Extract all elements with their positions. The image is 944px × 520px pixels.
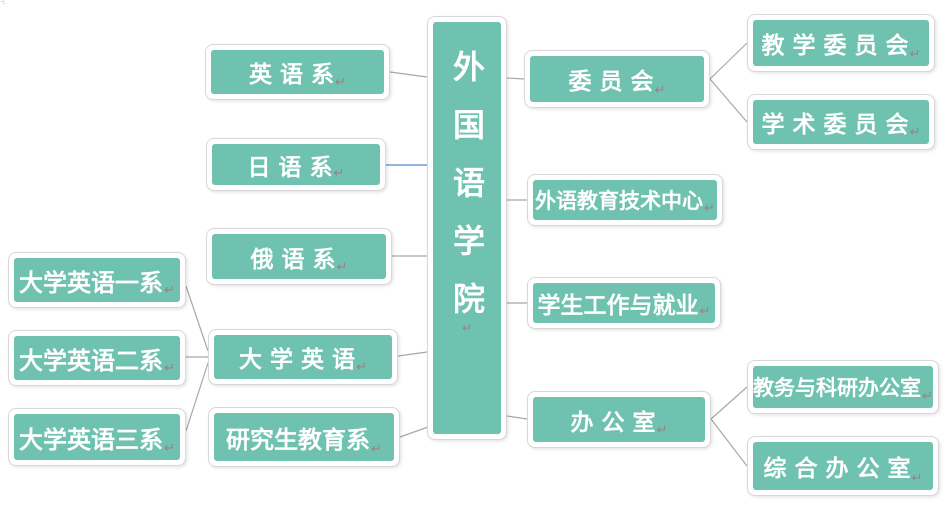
node-academic-research-office-label: 教务与科研办公室 [753,376,922,400]
node-college-english[interactable]: 大 学 英 语↵ [208,329,398,385]
node-graduate-label: 研究生教育系 [226,425,371,454]
paragraph-mark-icon: ↵ [164,283,175,299]
paragraph-mark-icon: ↵ [164,441,175,457]
node-academic-committee-label: 学 术 委 员 会 [761,112,909,138]
node-committee[interactable]: 委 员 会↵ [524,50,710,108]
paragraph-mark-icon: ↵ [371,442,382,458]
paragraph-mark-icon: ↵ [656,423,668,439]
connector-english-to-center[interactable] [389,71,428,78]
paragraph-mark-icon: ↵ [909,47,921,63]
node-committee-label: 委 员 会 [568,69,654,95]
node-ce1-label: 大学英语一系 [19,268,164,297]
paragraph-mark-icon: ↵ [699,304,711,320]
node-center-root[interactable]: 外国语学院 ↵ [427,16,507,440]
connector-center-to-committee[interactable] [506,77,525,80]
node-general-office[interactable]: 综 合 办 公 室↵ [747,436,939,496]
paragraph-mark-icon: ↵ [461,321,473,335]
node-teaching-committee-label: 教 学 委 员 会 [761,33,909,59]
paragraph-mark-icon: ↵ [704,201,715,217]
node-tech-center[interactable]: 外语教育技术中心↵ [527,174,723,226]
paragraph-mark-icon: ↵ [909,125,921,141]
node-student-work-label: 学生工作与就业 [537,293,699,319]
connector-graduate-to-center[interactable] [399,426,429,438]
node-japanese-dept[interactable]: 日 语 系↵ [206,138,386,191]
node-academic-committee[interactable]: 学 术 委 员 会↵ [747,94,935,150]
node-japanese-label: 日 语 系 [247,154,333,181]
node-student-work[interactable]: 学生工作与就业↵ [527,277,721,329]
connector-office-to-general[interactable] [710,418,748,467]
connector-office-to-academic-research[interactable] [710,386,748,420]
connector-ce1-to-college-english[interactable] [185,285,209,352]
node-college-english-dept-2[interactable]: 大学英语二系↵ [8,330,186,386]
formatting-mark-corner: ·: [1,0,5,6]
connector-center-to-office[interactable] [506,415,528,420]
node-college-english-label: 大 学 英 语 [239,347,356,373]
paragraph-mark-icon: ↵ [654,83,666,99]
node-office-label: 办 公 室 [570,409,656,436]
connector-committee-to-teaching[interactable] [709,42,748,80]
node-russian-dept[interactable]: 俄 语 系↵ [206,228,392,285]
node-academic-research-office[interactable]: 教务与科研办公室↵ [747,360,939,414]
connector-ce3-to-college-english[interactable] [185,362,209,432]
node-office[interactable]: 办 公 室↵ [527,391,711,448]
node-ce2-label: 大学英语二系 [19,346,164,375]
connector-college-english-to-center[interactable] [397,351,428,357]
paragraph-mark-icon: ↵ [335,75,346,91]
connector-committee-to-academic[interactable] [709,78,748,123]
node-center-label: 外国语学院 [448,50,486,340]
node-russian-label: 俄 语 系 [250,246,336,273]
paragraph-mark-icon: ↵ [356,360,367,376]
node-general-office-label: 综 合 办 公 室 [763,456,911,482]
paragraph-mark-icon: ↵ [164,361,175,377]
node-college-english-dept-3[interactable]: 大学英语三系↵ [8,408,186,466]
node-graduate-education-dept[interactable]: 研究生教育系↵ [208,407,400,467]
paragraph-mark-icon: ↵ [336,260,348,276]
node-english-dept[interactable]: 英 语 系↵ [205,44,390,100]
node-ce3-label: 大学英语三系 [19,425,164,454]
node-tech-center-label: 外语教育技术中心 [535,189,704,213]
node-college-english-dept-1[interactable]: 大学英语一系↵ [8,252,186,308]
paragraph-mark-icon: ↵ [911,471,923,487]
paragraph-mark-icon: ↵ [333,166,345,182]
node-teaching-committee[interactable]: 教 学 委 员 会↵ [747,14,935,72]
paragraph-mark-icon: ↵ [922,389,933,405]
node-english-label: 英 语 系 [249,62,335,88]
